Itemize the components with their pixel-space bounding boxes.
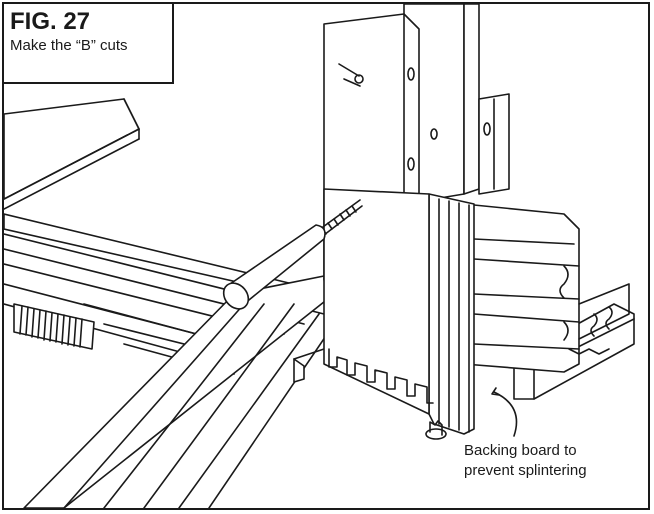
callout-arrow [493, 391, 518, 437]
figure-caption-box: FIG. 27 Make the “B” cuts [4, 4, 174, 84]
figure-number: FIG. 27 [10, 8, 91, 35]
jig-illustration [4, 4, 635, 508]
router-bit [425, 420, 447, 440]
backing-board [428, 193, 475, 435]
figure-frame: FIG. 27 Make the “B” cuts Backing board … [2, 2, 650, 510]
slotted-fence [323, 188, 434, 415]
callout-line-2: prevent splintering [464, 462, 587, 479]
workpiece-board [4, 98, 140, 210]
backing-board-callout: Backing board to prevent splintering [464, 441, 634, 481]
clamp-block [13, 303, 95, 350]
fence-rail [23, 273, 335, 508]
handle-knob [222, 224, 326, 310]
figure-caption: Make the “B” cuts [10, 37, 128, 54]
callout-line-1: Backing board to [464, 442, 577, 459]
track-channels [463, 203, 630, 373]
